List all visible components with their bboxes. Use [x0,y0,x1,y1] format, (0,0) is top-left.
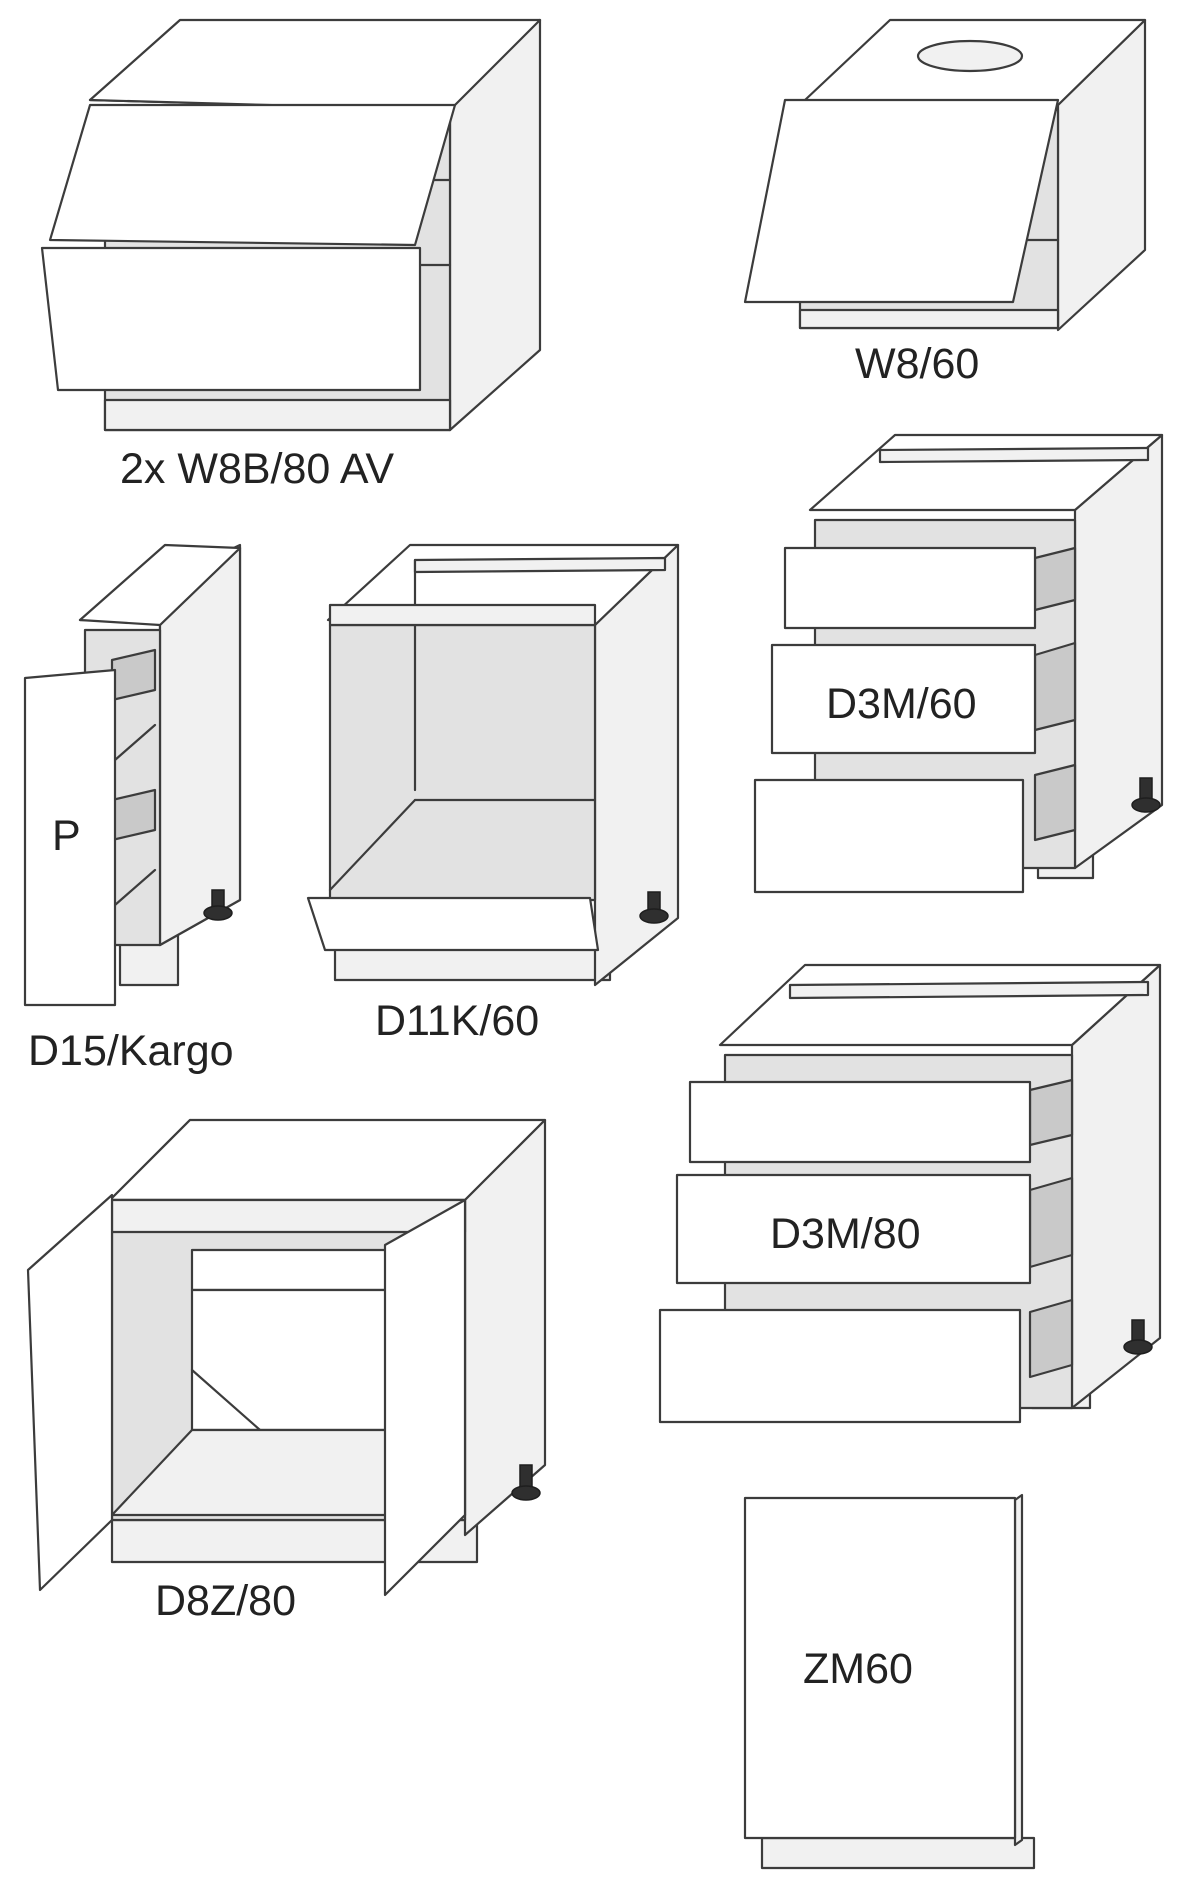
label-d15-kargo: D15/Kargo [28,1027,234,1075]
label-d8z-80: D8Z/80 [155,1577,296,1625]
label-d11k-60: D11K/60 [375,997,539,1045]
label-w8-60: W8/60 [855,340,979,388]
panel-zm60: ZM60 [743,1493,1036,1870]
cabinet-d3m-80: D3M/80 [658,963,1162,1424]
d3m-80-front-label: D3M/80 [770,1210,921,1258]
label-w8b-80-av: 2x W8B/80 AV [120,445,394,493]
cabinet-d8z-80 [26,1118,547,1597]
cabinet-d3m-60: D3M/60 [753,433,1164,894]
zm60-front-label: ZM60 [803,1645,913,1693]
d3m-60-front-label: D3M/60 [826,680,977,728]
cabinet-d11k-60 [306,543,680,987]
cabinet-w8b-80-av [40,18,542,432]
d15-kargo-front-label: P [52,812,81,860]
cabinet-d15-kargo: P [23,543,242,1007]
cabinet-w8-60 [743,18,1147,332]
